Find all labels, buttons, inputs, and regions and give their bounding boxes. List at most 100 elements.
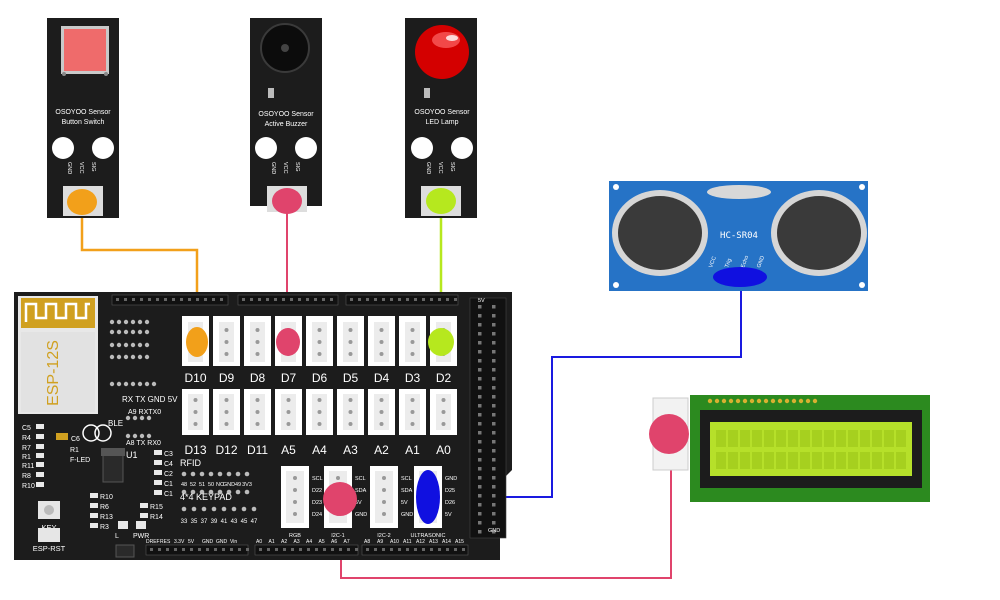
pin-dot bbox=[151, 381, 157, 387]
component-label: R10 bbox=[100, 494, 113, 501]
pin-dot bbox=[116, 381, 122, 387]
right-header-pin bbox=[492, 323, 496, 327]
pin-dot bbox=[132, 415, 138, 421]
pin-hole bbox=[224, 328, 229, 332]
pin-hole bbox=[193, 422, 198, 426]
pin-hole bbox=[286, 410, 291, 414]
lcd-cell bbox=[836, 430, 846, 447]
keypad-pin-dot bbox=[201, 506, 207, 512]
lcd-pin bbox=[721, 398, 727, 404]
lcd-cell bbox=[872, 452, 882, 469]
lcd-cell bbox=[788, 430, 798, 447]
pin-hole bbox=[379, 340, 384, 344]
smd-component bbox=[140, 513, 148, 518]
lcd-pin bbox=[777, 398, 783, 404]
lcd-cell bbox=[884, 430, 894, 447]
digital-top-label-d9: D9 bbox=[219, 371, 235, 385]
lcd-display bbox=[649, 395, 930, 502]
lcd-cell bbox=[752, 452, 762, 469]
pwr-label: PWR bbox=[133, 533, 149, 540]
lcd-pin bbox=[735, 398, 741, 404]
smd-component bbox=[90, 523, 98, 528]
pin-dot bbox=[125, 415, 131, 421]
rfid-pin-dot bbox=[244, 489, 250, 495]
pin-hole bbox=[382, 500, 386, 504]
pin-hole bbox=[224, 352, 229, 356]
d10-marker[interactable] bbox=[186, 327, 208, 357]
smd-component bbox=[90, 493, 98, 498]
right-header-pin bbox=[492, 332, 496, 336]
led-title: OSOYOO Sensor bbox=[414, 109, 470, 116]
header-pin bbox=[212, 298, 215, 301]
right-header-pin bbox=[492, 476, 496, 480]
ble-label: BLE bbox=[108, 419, 123, 428]
buzzer-connector[interactable] bbox=[272, 188, 302, 214]
d7-marker[interactable] bbox=[276, 328, 300, 356]
header-pin bbox=[438, 298, 441, 301]
fled-label: F-LED bbox=[70, 457, 90, 464]
lcd-cell bbox=[812, 430, 822, 447]
right-header-pin bbox=[492, 404, 496, 408]
pin-hole bbox=[293, 512, 297, 516]
pin-dot bbox=[139, 415, 145, 421]
right-header-pin bbox=[478, 323, 482, 327]
pin-dot bbox=[137, 342, 143, 348]
key-button[interactable] bbox=[38, 528, 60, 542]
bottom-header-label: Vin bbox=[230, 539, 237, 545]
header-pin bbox=[306, 298, 309, 301]
component-label: R1 bbox=[22, 454, 31, 461]
digital-top-label-d7: D7 bbox=[281, 371, 297, 385]
right-header-pin bbox=[492, 512, 496, 516]
pin-dot bbox=[123, 329, 129, 335]
rfid-pin-dot bbox=[190, 471, 196, 477]
rfid-pin-dot bbox=[199, 471, 205, 477]
comp-c6: C6 bbox=[71, 436, 80, 443]
ultrasonic-connector[interactable] bbox=[713, 267, 767, 287]
right-header-pin bbox=[478, 386, 482, 390]
ultrasonic-port-marker[interactable] bbox=[416, 470, 440, 524]
d2-marker[interactable] bbox=[428, 328, 454, 356]
led-connector[interactable] bbox=[426, 188, 456, 214]
component-label: R8 bbox=[22, 473, 31, 480]
header-pin bbox=[430, 298, 433, 301]
keypad-pin-label: 45 bbox=[241, 519, 248, 525]
rfid-pin-dot bbox=[199, 489, 205, 495]
connector-pin-label: SCL bbox=[355, 476, 366, 482]
analog-header-label: A10 bbox=[390, 539, 399, 545]
pin-hole bbox=[255, 328, 260, 332]
right-header-pin bbox=[492, 503, 496, 507]
pin-dot bbox=[116, 342, 122, 348]
pin-dot bbox=[123, 342, 129, 348]
header-pin bbox=[140, 298, 143, 301]
pin-hole bbox=[379, 422, 384, 426]
pin-hole bbox=[293, 500, 297, 504]
right-header-pin bbox=[478, 422, 482, 426]
smd-component bbox=[154, 470, 162, 475]
top-header-strip bbox=[237, 294, 339, 306]
rfid-pin-dot bbox=[190, 489, 196, 495]
right-header-pin bbox=[478, 476, 482, 480]
lcd-character-grid bbox=[716, 430, 906, 469]
pin-hole bbox=[224, 422, 229, 426]
pin-dot bbox=[125, 433, 131, 439]
right-header-pin bbox=[492, 314, 496, 318]
digital-top-label-d8: D8 bbox=[250, 371, 266, 385]
button-connector[interactable] bbox=[67, 189, 97, 215]
analog-header-label: A5 bbox=[319, 539, 325, 545]
header-pin bbox=[158, 548, 161, 551]
pin-dot bbox=[137, 329, 143, 335]
lcd-connector[interactable] bbox=[649, 414, 689, 454]
analog-header-label: A2 bbox=[281, 539, 287, 545]
pin-dot bbox=[144, 381, 150, 387]
analog-header-label: A14 bbox=[442, 539, 451, 545]
i2c1-marker[interactable] bbox=[323, 482, 357, 516]
pin-dot bbox=[116, 354, 122, 360]
right-header-pin bbox=[492, 467, 496, 471]
right-header-pin bbox=[478, 440, 482, 444]
pin-hole bbox=[293, 476, 297, 480]
right-header-pin bbox=[492, 458, 496, 462]
connector-pin-label: D22 bbox=[312, 488, 322, 494]
